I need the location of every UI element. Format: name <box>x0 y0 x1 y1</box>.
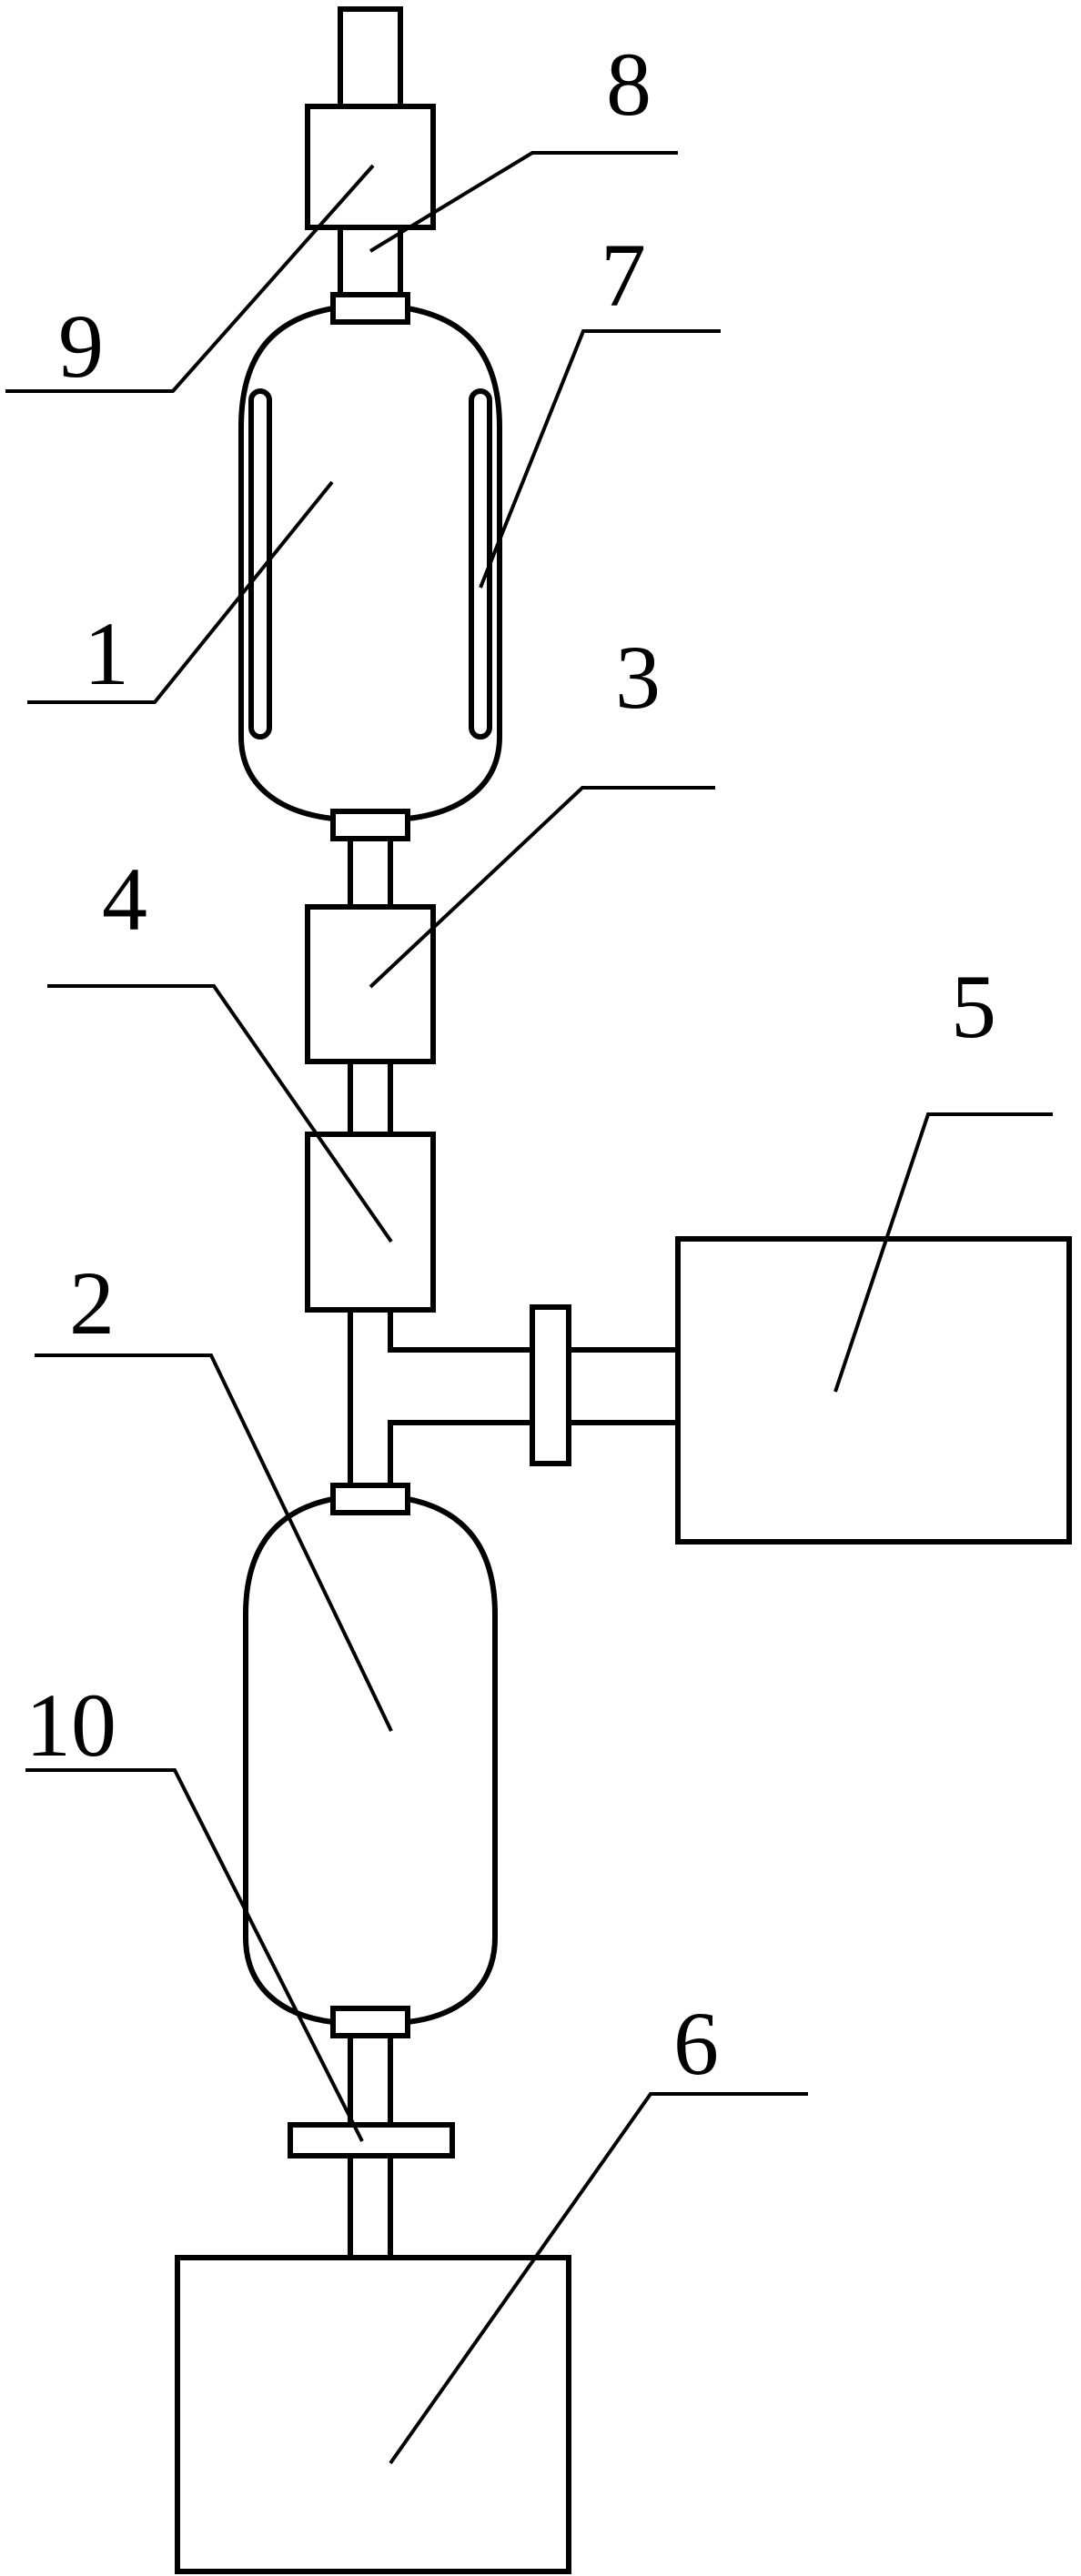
component-5-box <box>675 1236 1072 1545</box>
vessel-2-body <box>243 1496 498 2025</box>
leader-2 <box>35 1353 393 1732</box>
label-2: 2 <box>69 1253 115 1353</box>
pipe-3-to-4 <box>348 1059 393 1139</box>
leader-lines <box>5 151 1053 2465</box>
leader-9 <box>5 164 375 393</box>
top-pipe <box>338 6 403 112</box>
leader-1 <box>27 480 334 704</box>
vessel-1-body <box>238 306 502 821</box>
bottom-assembly <box>175 2033 571 2574</box>
label-10: 10 <box>25 1675 116 1776</box>
leader-8 <box>369 151 678 253</box>
component-3-block <box>305 904 436 1064</box>
label-4: 4 <box>102 849 147 950</box>
vessel-2-top-flange <box>330 1483 410 1515</box>
component-7-jacket-right <box>469 388 492 740</box>
leader-5 <box>833 1112 1053 1393</box>
label-1: 1 <box>84 603 129 704</box>
leader-7 <box>479 329 721 589</box>
label-8: 8 <box>606 34 652 135</box>
label-5: 5 <box>951 956 996 1057</box>
label-3: 3 <box>615 627 661 728</box>
label-7: 7 <box>601 225 646 326</box>
vessel-1-top-flange <box>330 292 410 325</box>
top-outlet-assembly <box>305 6 436 325</box>
component-10-flange <box>288 2122 455 2158</box>
label-6: 6 <box>673 1993 719 2094</box>
leader-10 <box>25 1768 364 2142</box>
side-flange-valve <box>530 1304 571 1466</box>
leader-4 <box>47 984 393 1243</box>
vessel-1 <box>238 306 502 841</box>
pipe-1-to-3 <box>348 836 393 912</box>
part-labels: 8 9 7 1 3 4 5 2 10 6 <box>25 34 996 2094</box>
middle-assembly <box>305 836 436 1313</box>
leader-6 <box>389 2092 808 2465</box>
leader-3 <box>369 786 715 989</box>
jacket-left <box>248 388 272 740</box>
vessel-2-bottom-flange <box>330 2006 410 2038</box>
vessel-2 <box>243 1496 498 2038</box>
label-9: 9 <box>58 296 104 397</box>
tee-junction <box>330 1236 1072 1545</box>
component-6-box <box>175 2255 571 2574</box>
component-4-block <box>305 1132 436 1313</box>
vessel-1-bottom-flange <box>330 809 410 841</box>
tee-pipe <box>348 1310 678 1485</box>
